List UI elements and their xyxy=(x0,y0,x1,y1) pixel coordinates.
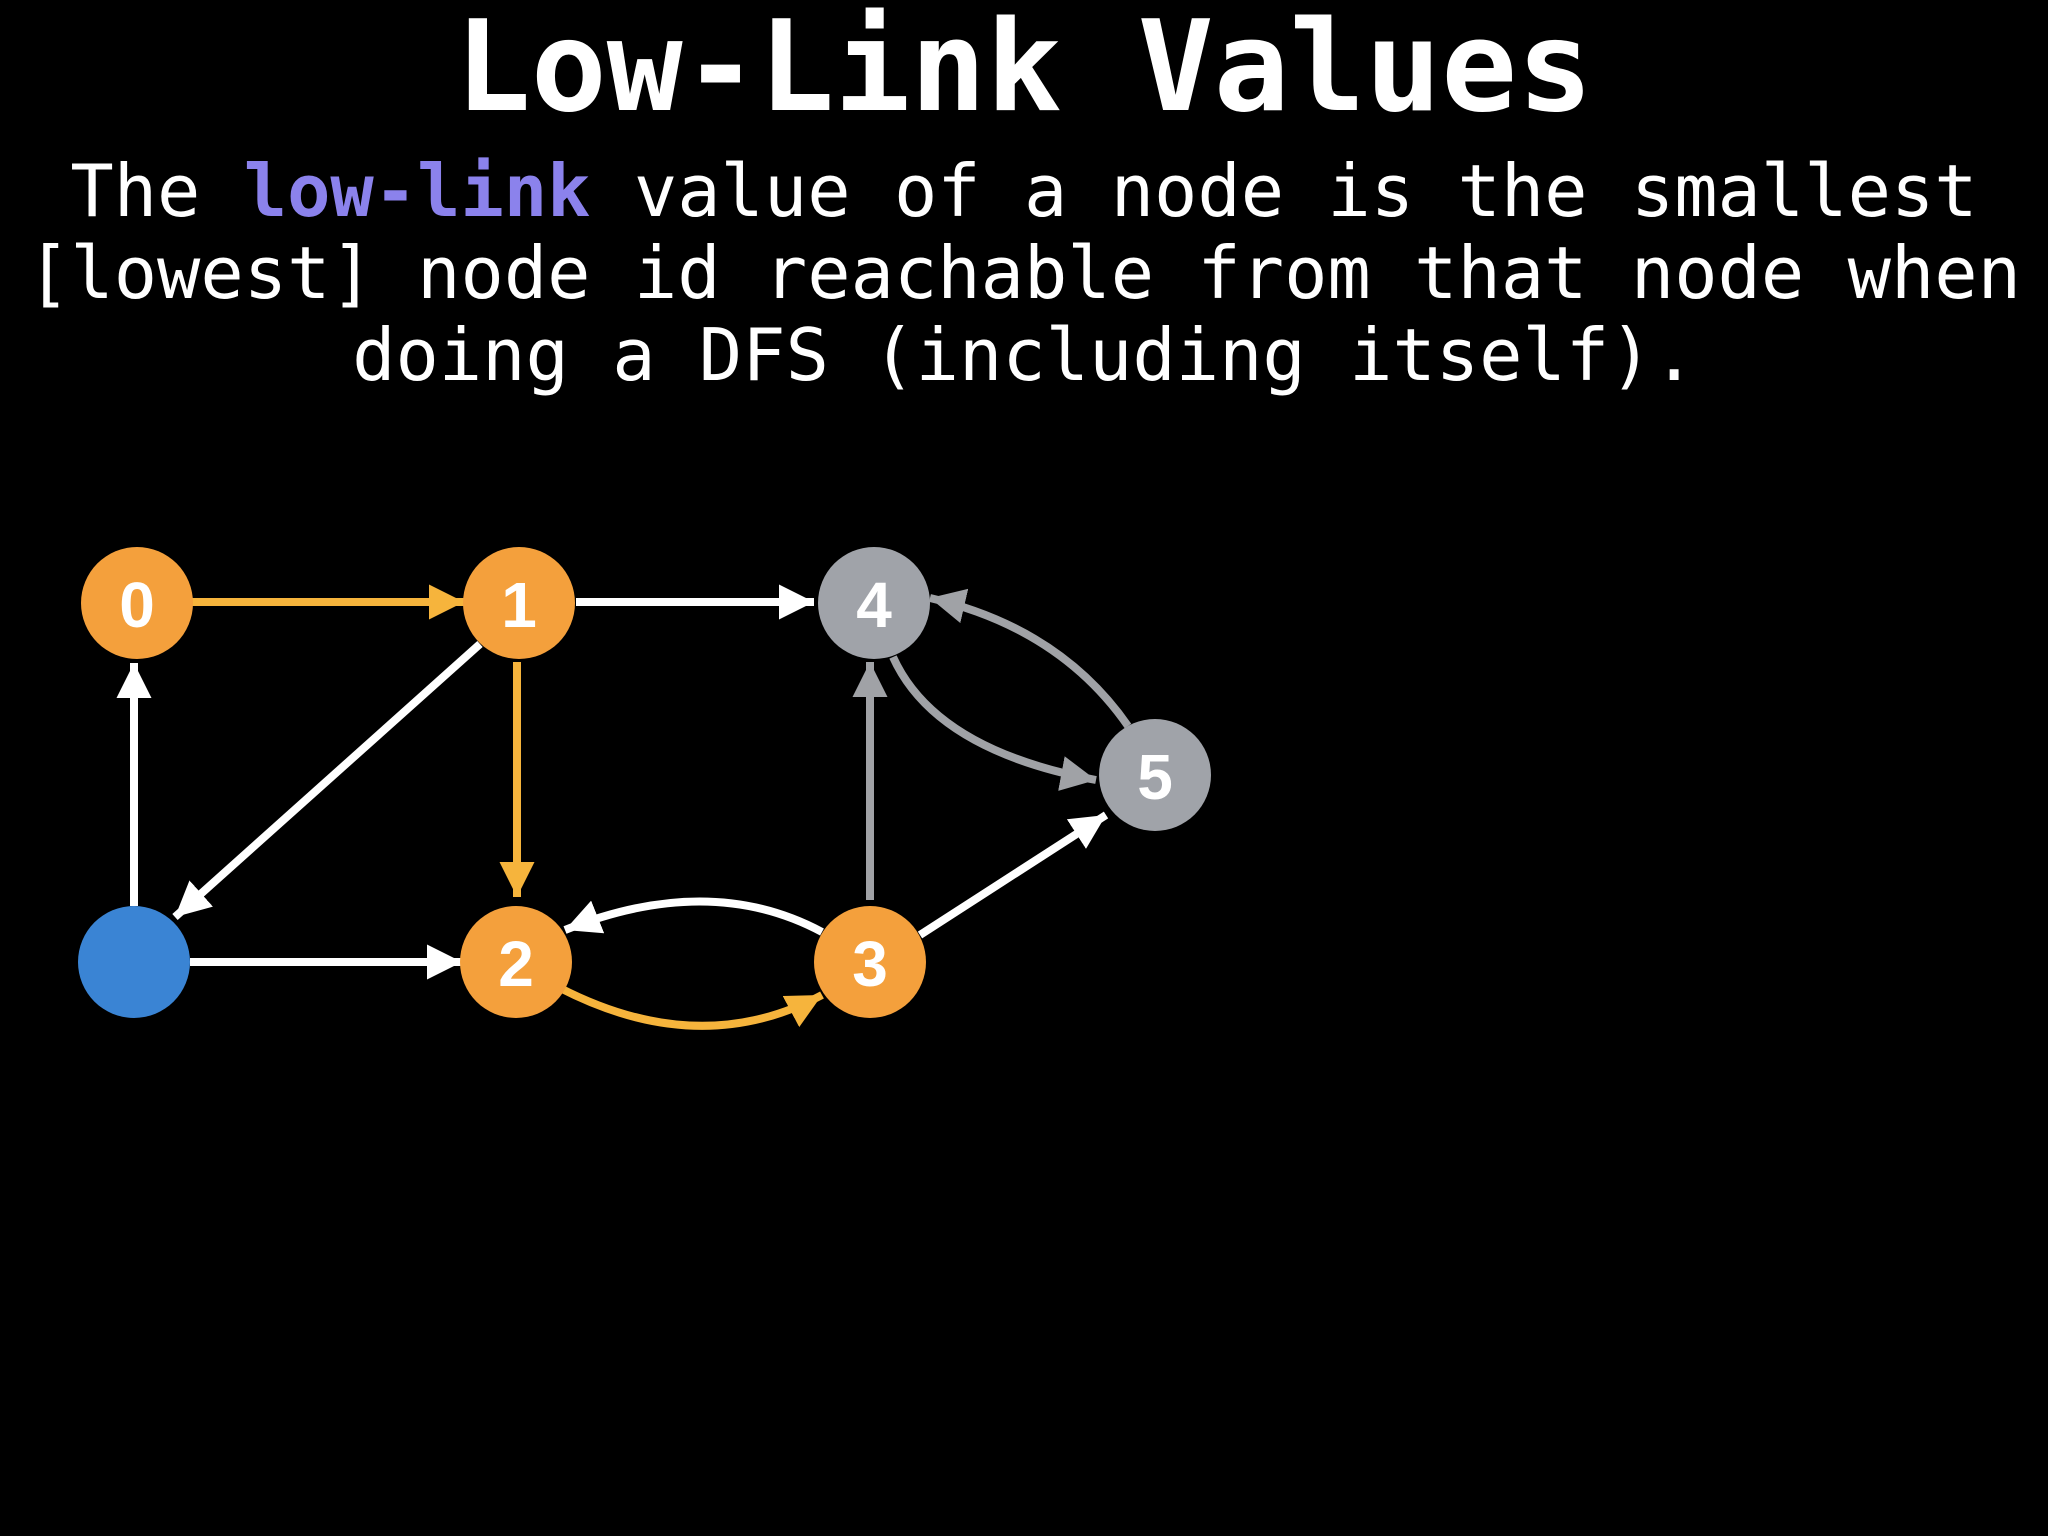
definition-line-2: [lowest] node id reachable from that nod… xyxy=(27,231,2021,315)
edge-3-to-2 xyxy=(563,897,824,936)
lowlink-term: low-link xyxy=(243,149,591,233)
current-node-circle xyxy=(78,906,190,1018)
edge-layer xyxy=(116,584,1132,1030)
definition-line-1-end: value of a node is the smallest xyxy=(590,149,1978,233)
definition-line-1: The low-link value of a node is the smal… xyxy=(0,150,2048,232)
graph-node-2: 2 xyxy=(460,906,572,1018)
graph-node-0: 0 xyxy=(81,547,193,659)
edge-3-to-5 xyxy=(917,811,1109,939)
edge-1-to-6 xyxy=(172,641,483,920)
node-2-label: 2 xyxy=(498,928,534,1000)
node-5-circle xyxy=(1099,719,1211,831)
graph-node-4: 4 xyxy=(818,547,930,659)
node-2-circle xyxy=(460,906,572,1018)
page-title: Low-Link Values xyxy=(455,0,1593,140)
edge-5-to-4 xyxy=(929,588,1132,729)
edge-2-to-3 xyxy=(558,984,824,1030)
graph-node-current xyxy=(78,906,190,1018)
node-5-label: 5 xyxy=(1137,741,1173,813)
lowlink-definition: The low-link value of a node is the smal… xyxy=(0,150,2048,396)
graph-node-1: 1 xyxy=(463,547,575,659)
node-layer: 0 1 2 3 4 5 xyxy=(78,547,1211,1018)
node-1-label: 1 xyxy=(501,569,537,641)
graph-node-5: 5 xyxy=(1099,719,1211,831)
node-0-circle xyxy=(81,547,193,659)
node-4-circle xyxy=(818,547,930,659)
node-1-circle xyxy=(463,547,575,659)
graph-node-3: 3 xyxy=(814,906,926,1018)
node-3-circle xyxy=(814,906,926,1018)
definition-line-3: doing a DFS (including itself). xyxy=(352,313,1696,397)
definition-line-1-start: The xyxy=(70,149,244,233)
node-4-label: 4 xyxy=(856,569,892,641)
node-0-label: 0 xyxy=(119,569,155,641)
edge-4-to-5 xyxy=(889,655,1097,791)
node-3-label: 3 xyxy=(852,928,888,1000)
